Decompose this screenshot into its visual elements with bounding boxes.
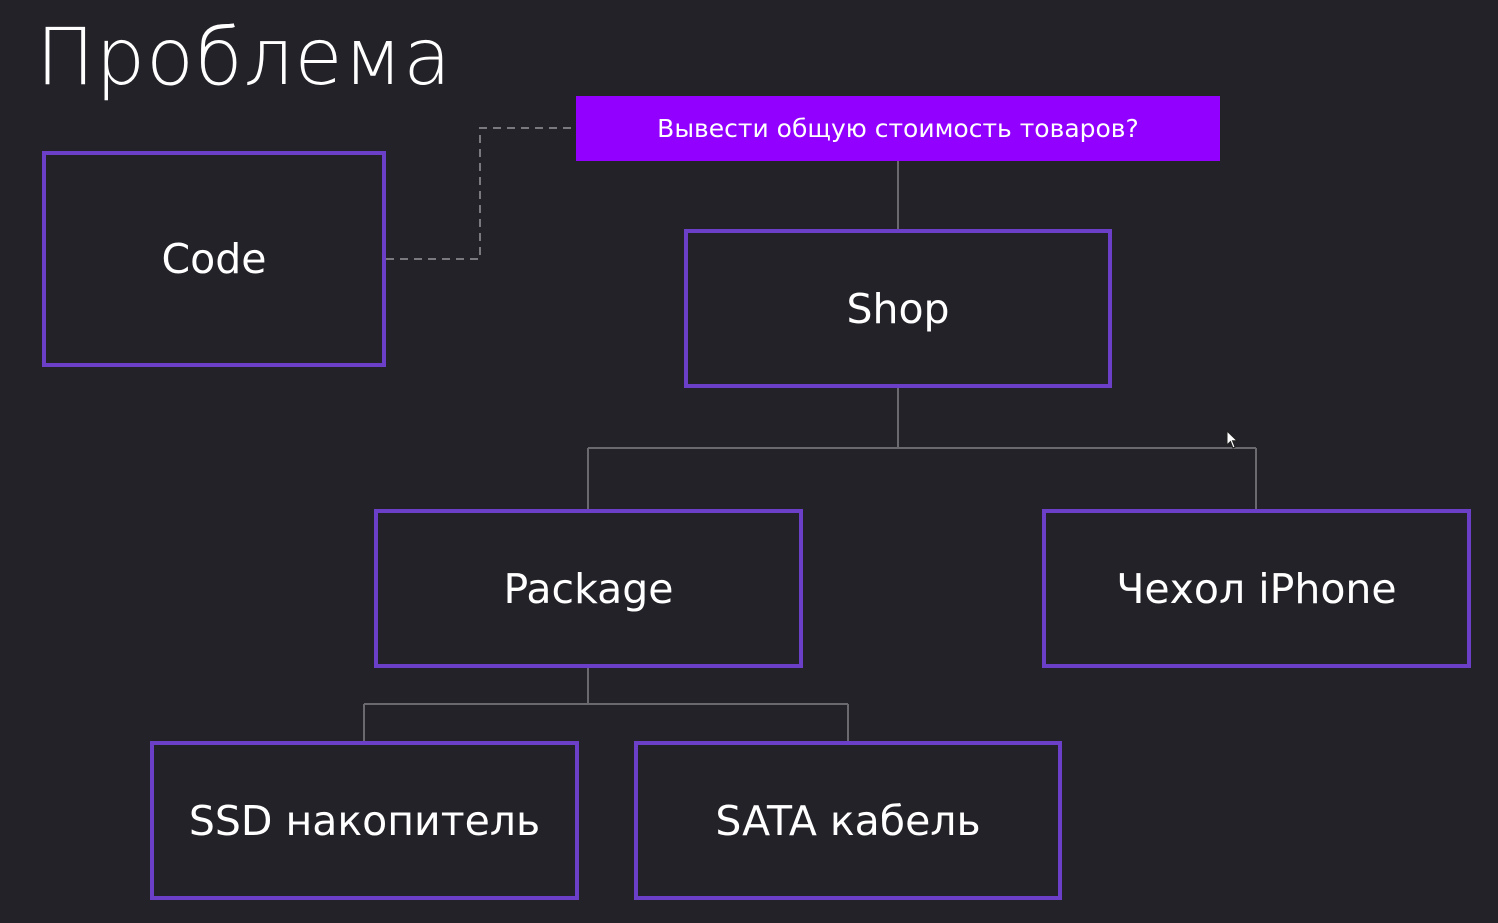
node-sata-label: SATA кабель [715,796,981,845]
callout-text: Вывести общую стоимость товаров? [657,114,1139,143]
node-shop: Shop [684,229,1112,388]
node-iphone-case-label: Чехол iPhone [1116,564,1397,613]
node-iphone-case: Чехол iPhone [1042,509,1471,668]
node-code: Code [42,151,386,367]
node-ssd: SSD накопитель [150,741,579,900]
dashed-link-code-callout [386,127,576,260]
slide-title: Проблема [36,13,453,103]
mouse-pointer-icon [1226,430,1239,449]
node-sata: SATA кабель [634,741,1062,900]
node-package: Package [374,509,803,668]
node-ssd-label: SSD накопитель [188,796,541,845]
callout-question: Вывести общую стоимость товаров? [576,96,1220,161]
node-shop-label: Shop [846,284,950,333]
node-code-label: Code [161,235,267,283]
node-package-label: Package [503,564,674,613]
